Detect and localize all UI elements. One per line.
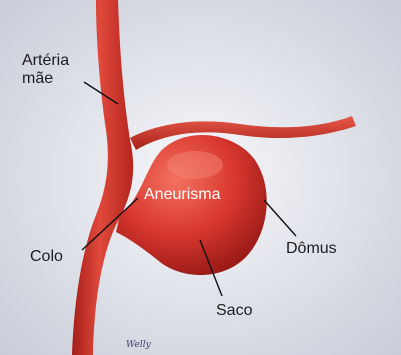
- parent-artery-label-line2: mãe: [22, 70, 69, 88]
- parent-artery-label: Artéria mãe: [22, 52, 69, 88]
- aneurysm-label: Aneurisma: [144, 186, 220, 204]
- neck-label: Colo: [30, 248, 63, 266]
- sac-highlight: [167, 151, 223, 179]
- sac-label: Saco: [216, 302, 252, 320]
- artist-signature: Welly: [126, 340, 151, 350]
- dome-label: Dômus: [286, 240, 337, 258]
- parent-artery-label-line1: Artéria: [22, 52, 69, 70]
